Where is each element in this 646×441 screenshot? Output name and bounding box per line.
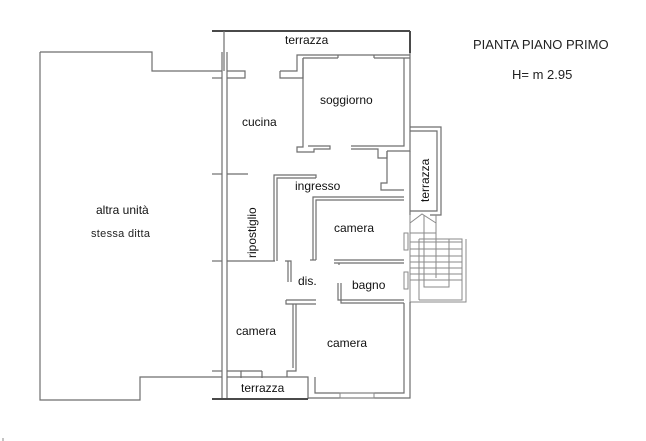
- room-label-dis: dis.: [298, 274, 317, 288]
- camera-center-walls: [310, 196, 404, 265]
- room-label-terrazza-top: terrazza: [285, 33, 329, 47]
- room-label-camera-right: camera: [327, 336, 367, 350]
- room-label-ripostiglio: ripostiglio: [245, 207, 259, 258]
- room-label-terrazza-bottom: terrazza: [241, 381, 285, 395]
- room-label-cucina: cucina: [242, 115, 277, 129]
- terrace-right-outline: [380, 126, 442, 216]
- plan-height-note: H= m 2.95: [512, 67, 572, 82]
- neighbor-unit-outline: [39, 51, 222, 401]
- neighbor-label: altra unità: [96, 203, 149, 217]
- bagno-walls: [285, 260, 404, 304]
- neighbor-sublabel: stessa ditta: [91, 228, 151, 240]
- party-wall: [212, 52, 228, 400]
- room-label-camera-center: camera: [334, 221, 374, 235]
- cucina-walls: [227, 173, 317, 262]
- soggiorno-walls: [296, 53, 411, 159]
- terrace-top-outline: [212, 30, 411, 79]
- plan-title: PIANTA PIANO PRIMO: [473, 37, 609, 52]
- room-label-camera-left: camera: [236, 324, 276, 338]
- room-label-bagno: bagno: [352, 278, 386, 292]
- room-label-soggiorno: soggiorno: [320, 93, 373, 107]
- room-label-terrazza-right: terrazza: [418, 158, 432, 202]
- staircase: [403, 213, 467, 398]
- room-label-ingresso: ingresso: [295, 179, 341, 193]
- bottom-walls: [212, 299, 411, 400]
